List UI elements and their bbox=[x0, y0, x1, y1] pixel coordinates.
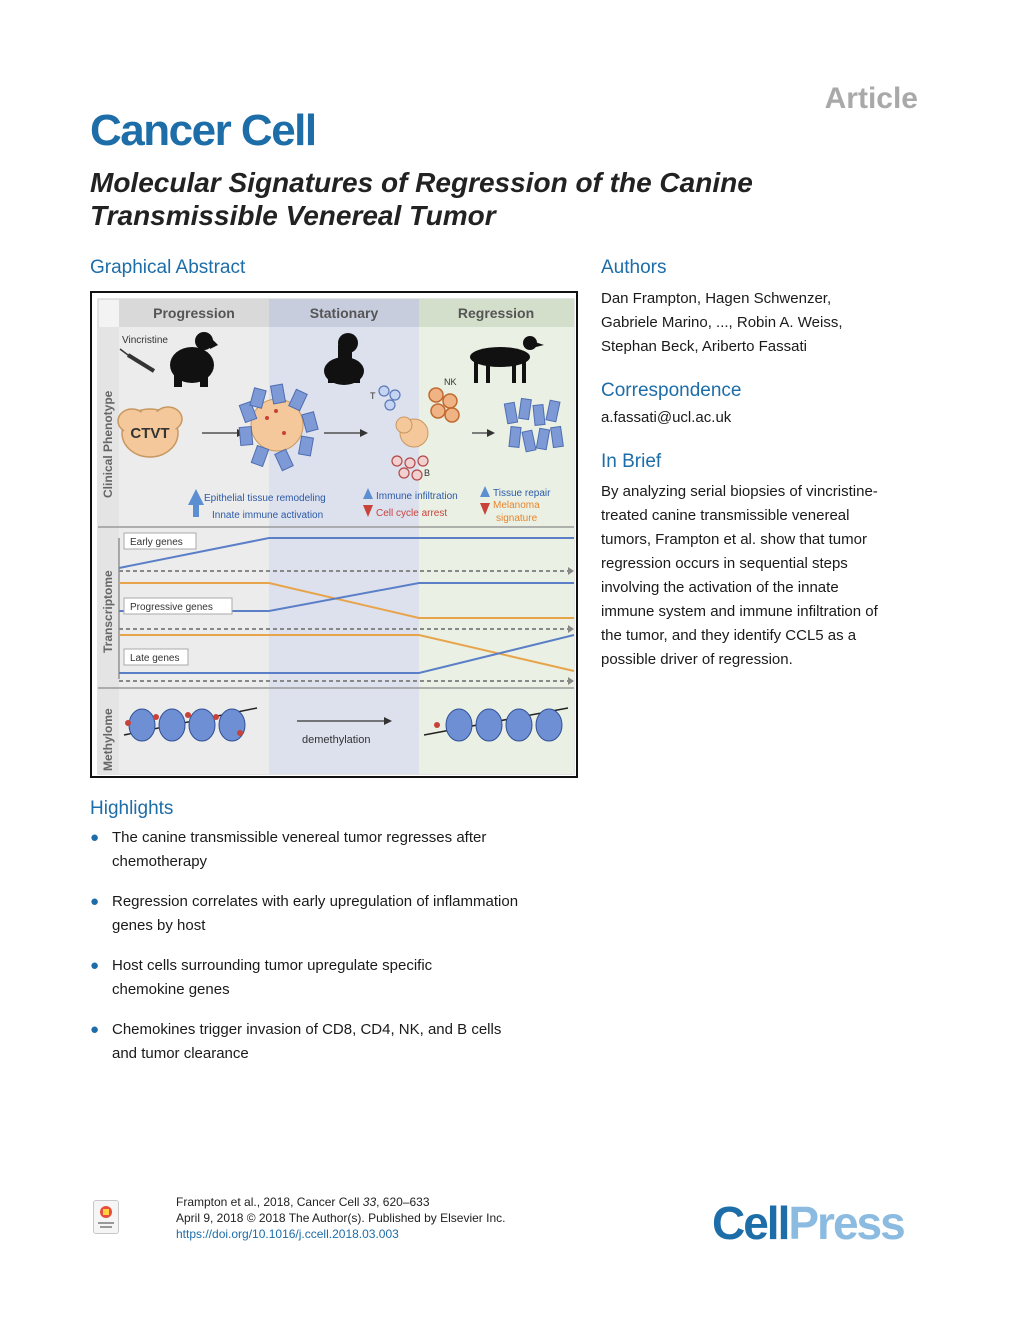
dog-standing-icon bbox=[470, 336, 544, 383]
cell-cycle-arrest-text: Cell cycle arrest bbox=[376, 508, 447, 519]
late-genes-blue-line bbox=[119, 634, 575, 674]
late-genes-box bbox=[123, 648, 189, 666]
citation-line-2: April 9, 2018 © 2018 The Author(s). Publ… bbox=[176, 1211, 506, 1225]
bullet-icon: ● bbox=[90, 957, 100, 974]
ctvt-tumor-shape bbox=[117, 406, 183, 458]
down-arrow-cellcycle bbox=[363, 505, 373, 517]
row-label-methylome: Methylome bbox=[101, 708, 115, 771]
in-brief-line: the tumor, and they identify CCL5 as a bbox=[601, 627, 857, 644]
demethylation-label: demethylation bbox=[302, 734, 371, 746]
b-cell-label: B bbox=[424, 468, 430, 478]
authors-line: Stephan Beck, Ariberto Fassati bbox=[601, 338, 807, 355]
nk-cells-icon bbox=[428, 387, 460, 423]
in-brief-line: possible driver of regression. bbox=[601, 651, 793, 668]
progressive-genes-label: Progressive genes bbox=[130, 602, 213, 613]
check-updates-icon bbox=[98, 1206, 114, 1228]
highlights-heading: Highlights bbox=[90, 798, 174, 819]
bullet-icon: ● bbox=[90, 829, 100, 846]
graphical-abstract-heading: Graphical Abstract bbox=[90, 257, 246, 278]
column-label-progression: Progression bbox=[153, 305, 235, 321]
row-label-clinical: Clinical Phenotype bbox=[101, 390, 115, 498]
in-brief-line: involving the activation of the innate bbox=[601, 579, 839, 596]
progressive-orange-line bbox=[119, 582, 574, 619]
paper-title: Molecular Signatures of Regression of th… bbox=[90, 167, 753, 231]
correspondence-email[interactable]: a.fassati@ucl.ac.uk bbox=[601, 409, 732, 426]
down-arrow-melanoma bbox=[480, 503, 490, 515]
shrinking-tumor bbox=[395, 416, 429, 448]
in-brief-line: regression occurs in sequential steps bbox=[601, 555, 848, 572]
epithelial-cells-cluster bbox=[503, 397, 564, 453]
syringe-icon bbox=[119, 348, 156, 373]
check-for-updates-badge[interactable] bbox=[93, 1200, 119, 1234]
citation-line-1: Frampton et al., 2018, Cancer Cell 33, 6… bbox=[176, 1195, 430, 1209]
early-genes-label: Early genes bbox=[130, 537, 183, 548]
ctvt-label: CTVT bbox=[130, 425, 169, 442]
highlight-item: ● Host cells surrounding tumor upregulat… bbox=[90, 954, 590, 1002]
dog-lying-icon bbox=[324, 333, 364, 385]
bullet-icon: ● bbox=[90, 893, 100, 910]
graphical-abstract-figure: Progression Stationary Regression Clinic… bbox=[90, 291, 578, 778]
innate-immune-text: Innate immune activation bbox=[212, 510, 323, 521]
progressive-genes-box bbox=[123, 597, 233, 615]
in-brief-text: By analyzing serial biopsies of vincrist… bbox=[601, 480, 931, 672]
up-arrow-immune bbox=[363, 488, 373, 499]
regression-column-bg bbox=[419, 299, 574, 774]
doi-link[interactable]: https://doi.org/10.1016/j.ccell.2018.03.… bbox=[176, 1227, 399, 1241]
highlight-item: ● The canine transmissible venereal tumo… bbox=[90, 826, 590, 874]
vincristine-label: Vincristine bbox=[122, 335, 168, 346]
stationary-header bbox=[269, 299, 419, 327]
column-label-regression: Regression bbox=[458, 305, 534, 321]
early-genes-box bbox=[123, 532, 197, 550]
demethylated-nucleosomes bbox=[423, 707, 569, 742]
late-genes-label: Late genes bbox=[130, 653, 180, 664]
up-arrow-tissue-repair bbox=[480, 486, 490, 497]
b-cells-icon bbox=[391, 455, 429, 481]
citation-block: Frampton et al., 2018, Cancer Cell 33, 6… bbox=[176, 1194, 505, 1242]
correspondence-heading: Correspondence bbox=[601, 380, 742, 401]
dog-sitting-icon bbox=[170, 332, 218, 387]
authors-heading: Authors bbox=[601, 257, 667, 278]
tumor-with-epithelial-cells bbox=[238, 383, 319, 472]
cellpress-logo: CellPress bbox=[712, 1197, 906, 1249]
early-genes-line bbox=[118, 537, 574, 569]
melanoma-text-2: signature bbox=[496, 513, 538, 524]
in-brief-heading: In Brief bbox=[601, 451, 662, 472]
up-arrow-epithelial bbox=[188, 489, 204, 505]
row-label-transcriptome: Transcriptome bbox=[101, 570, 115, 653]
bullet-icon: ● bbox=[90, 1021, 100, 1038]
in-brief-line: tumors, Frampton et al. show that tumor bbox=[601, 531, 867, 548]
arrow-2-head bbox=[360, 429, 368, 437]
t-cell-label: T bbox=[370, 391, 376, 401]
in-brief-line: immune system and immune infiltration of bbox=[601, 603, 878, 620]
t-cells-icon bbox=[378, 385, 401, 411]
graphical-abstract-svg: Progression Stationary Regression Clinic… bbox=[97, 298, 575, 775]
highlight-item: ● Chemokines trigger invasion of CD8, CD… bbox=[90, 1018, 590, 1066]
in-brief-line: treated canine transmissible venereal bbox=[601, 507, 850, 524]
highlight-item: ● Regression correlates with early upreg… bbox=[90, 890, 590, 938]
article-type-label: Article bbox=[824, 82, 918, 115]
tissue-repair-text: Tissue repair bbox=[493, 488, 551, 499]
melanoma-text-1: Melanoma bbox=[493, 500, 540, 511]
nk-cell-label: NK bbox=[444, 377, 457, 387]
regression-header bbox=[419, 299, 574, 327]
authors-list: Dan Frampton, Hagen Schwenzer, Gabriele … bbox=[601, 287, 843, 359]
highlights-list: ● The canine transmissible venereal tumo… bbox=[90, 826, 590, 1082]
row-label-strip bbox=[98, 327, 119, 774]
journal-name: Cancer Cell bbox=[90, 106, 317, 155]
in-brief-line: By analyzing serial biopsies of vincrist… bbox=[601, 483, 878, 500]
epithelial-remodeling-text: Epithelial tissue remodeling bbox=[204, 493, 326, 504]
methylated-nucleosomes bbox=[123, 707, 258, 742]
late-genes-orange-line bbox=[119, 634, 575, 672]
authors-line: Gabriele Marino, ..., Robin A. Weiss, bbox=[601, 314, 843, 331]
column-label-stationary: Stationary bbox=[310, 305, 379, 321]
authors-line: Dan Frampton, Hagen Schwenzer, bbox=[601, 290, 832, 307]
immune-infiltration-text: Immune infiltration bbox=[376, 491, 458, 502]
arrow-3-head bbox=[487, 429, 495, 437]
